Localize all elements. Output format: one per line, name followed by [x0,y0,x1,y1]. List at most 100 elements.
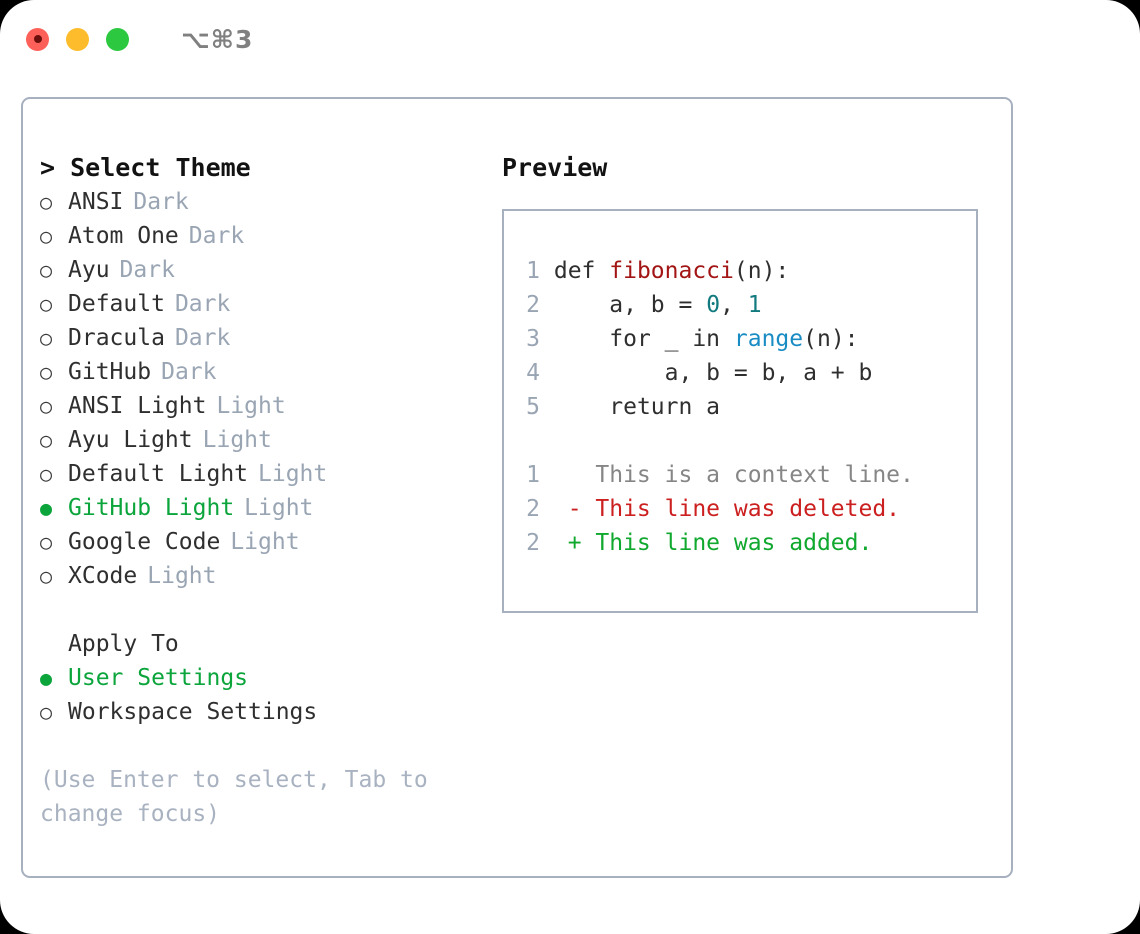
minimize-window-button[interactable] [66,27,89,51]
diff-sign: - [540,496,596,522]
theme-variant-tag: Light [147,563,217,589]
theme-name: GitHub Light [68,495,235,521]
theme-list-item[interactable]: ○ Atom One Dark [40,219,490,253]
line-number: 2 [526,496,540,522]
code-token: range [733,326,804,352]
radio-unselected-icon: ○ [40,428,53,452]
radio-selected-icon: ● [40,496,53,520]
radio-unselected-icon: ○ [40,462,53,486]
code-token: def [553,258,610,284]
spacer [516,424,970,458]
radio-unselected-icon: ○ [40,224,53,248]
theme-variant-tag: Light [216,393,286,419]
window-title: ⌥⌘3 [181,24,254,54]
theme-name: Google Code [68,529,221,555]
apply-to-label: User Settings [68,665,249,691]
theme-variant-tag: Dark [161,359,217,385]
close-window-button[interactable] [26,27,49,51]
diff-line: 2 + This line was added. [516,526,970,560]
radio-unselected-icon: ○ [40,190,53,214]
theme-name: ANSI Light [68,393,207,419]
theme-name: Default Light [68,461,249,487]
maximize-window-button[interactable] [106,27,129,51]
theme-variant-tag: Light [230,529,300,555]
diff-text: This line was deleted. [595,496,901,522]
code-line: 1 def fibonacci(n): [516,254,970,288]
code-token: a, b = b, a + b [553,360,873,386]
radio-unselected-icon: ○ [40,360,53,384]
radio-unselected-icon: ○ [40,530,53,554]
theme-list-item[interactable]: ○ ANSI Light Light [40,389,490,423]
code-token: for _ in [553,326,734,352]
theme-name: Atom One [68,223,179,249]
diff-sign: + [540,530,596,556]
theme-name: GitHub [68,359,152,385]
theme-name: Dracula [68,325,165,351]
preview-title: Preview [502,153,608,182]
theme-variant-tag: Dark [188,223,245,249]
radio-unselected-icon: ○ [40,394,53,418]
gutter-space [540,326,554,352]
theme-list-item[interactable]: ○ Dracula Dark [40,321,490,355]
line-number: 5 [526,394,540,420]
apply-to-item[interactable]: ○ Workspace Settings [40,695,490,729]
diff-sample: 1 This is a context line.2 - This line w… [516,458,970,560]
gutter-space [540,360,554,386]
theme-list-item[interactable]: ○ ANSI Dark [40,185,490,219]
theme-name: ANSI [68,189,124,215]
preview-column: Preview 1 def fibonacci(n):2 a, b = 0, 1… [502,151,992,613]
keyboard-hint: (Use Enter to select, Tab to change focu… [40,767,442,827]
gutter-space [540,394,554,420]
radio-unselected-icon: ○ [40,326,53,350]
diff-line: 1 This is a context line. [516,458,970,492]
theme-name: Default [68,291,165,317]
theme-name: Ayu [68,257,110,283]
theme-list-item[interactable]: ○ GitHub Dark [40,355,490,389]
radio-unselected-icon: ○ [40,700,53,724]
spacer [40,593,490,627]
code-token: fibonacci [609,258,734,284]
diff-text: This is a context line. [595,462,914,488]
radio-unselected-icon: ○ [40,292,53,316]
code-token: (n): [733,258,790,284]
code-token: 1 [747,292,762,318]
theme-list-item[interactable]: ○ Default Dark [40,287,490,321]
gutter-space [540,258,554,284]
traffic-light-group [26,27,129,51]
theme-variant-tag: Dark [133,189,189,215]
theme-list-item[interactable]: ○ Google Code Light [40,525,490,559]
radio-selected-icon: ● [40,666,53,690]
apply-to-label: Workspace Settings [68,699,318,725]
theme-name: XCode [68,563,138,589]
line-number: 4 [526,360,540,386]
theme-list-item[interactable]: ● GitHub Light Light [40,491,490,525]
code-token: 0 [706,292,721,318]
apply-to-list[interactable]: ● User Settings ○ Workspace Settings [40,661,490,729]
select-theme-header: > Select Theme [40,153,251,182]
diff-text: This line was added. [595,530,873,556]
code-line: 5 return a [516,390,970,424]
theme-list-item[interactable]: ○ XCode Light [40,559,490,593]
apply-to-header: Apply To [68,631,179,657]
theme-name: Ayu Light [68,427,193,453]
gutter-space [540,292,554,318]
theme-variant-tag: Light [244,495,314,521]
radio-unselected-icon: ○ [40,258,53,282]
apply-to-item[interactable]: ● User Settings [40,661,490,695]
line-number: 1 [526,258,540,284]
code-token: , [720,292,748,318]
radio-unselected-icon: ○ [40,564,53,588]
theme-variant-tag: Dark [174,291,231,317]
theme-variant-tag: Dark [174,325,231,351]
diff-line: 2 - This line was deleted. [516,492,970,526]
code-line: 2 a, b = 0, 1 [516,288,970,322]
